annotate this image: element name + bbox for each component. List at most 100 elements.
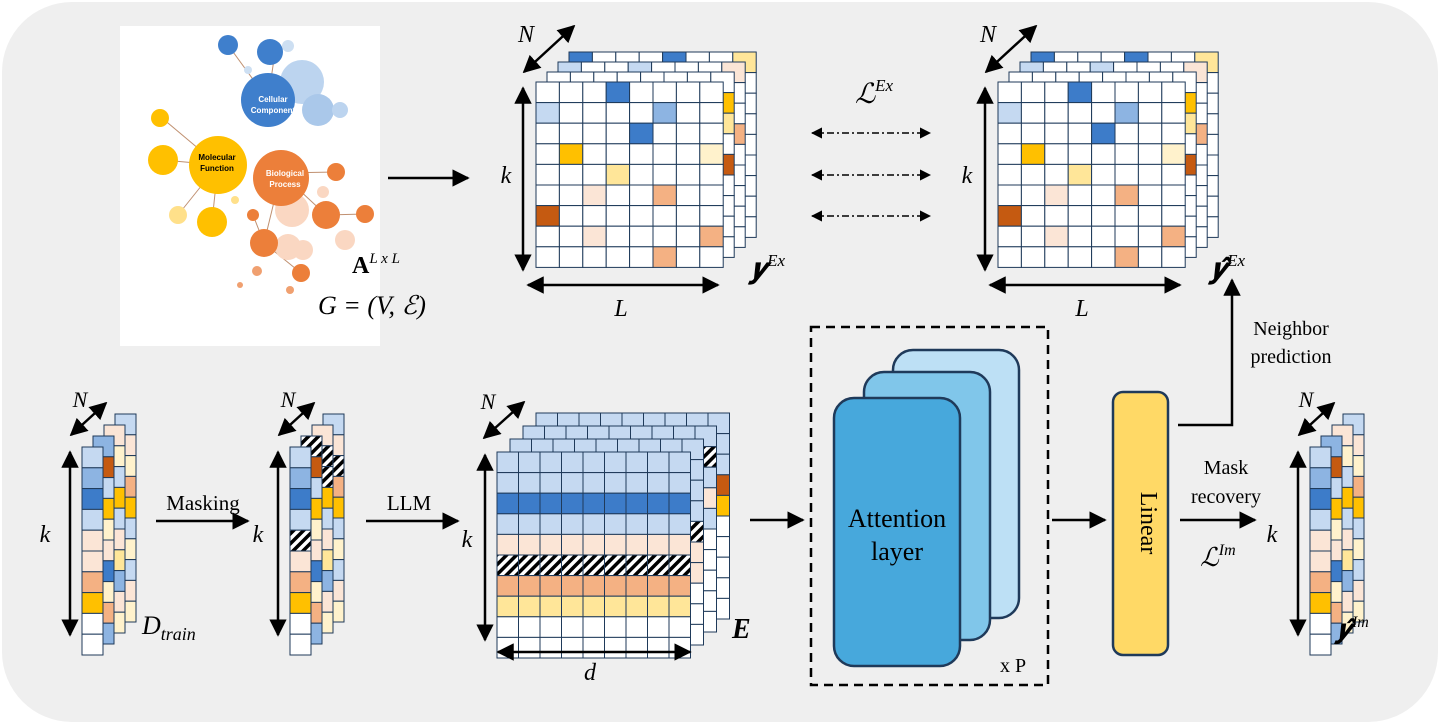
grid-cell — [629, 225, 654, 248]
grid-cell — [1114, 122, 1139, 145]
embedding-tensor — [496, 412, 730, 659]
grid-cell — [1067, 81, 1093, 104]
grid-cell — [997, 225, 1022, 248]
embedding-cell — [604, 616, 627, 638]
embedding-cell — [561, 492, 584, 515]
biological-process-label-1: Biological — [266, 169, 304, 178]
grid-cell — [1161, 143, 1186, 165]
embedding-cell — [582, 513, 605, 535]
embedding-cell — [561, 575, 584, 597]
grid-cell — [1114, 225, 1139, 248]
grid-cell — [652, 184, 677, 207]
grid-cell — [1067, 122, 1093, 145]
grid-cell — [652, 163, 677, 186]
embedding-cell — [647, 451, 670, 474]
molecular-function-label-2: Function — [200, 164, 234, 173]
graph-node — [231, 196, 239, 204]
grid-cell — [652, 225, 677, 248]
embedding-cell — [561, 472, 584, 494]
grid-cell — [605, 163, 631, 186]
embedding-cell — [539, 451, 562, 474]
grid-cell — [558, 122, 584, 145]
training-label-stack — [81, 413, 137, 656]
masking-label: Masking — [166, 491, 240, 515]
grid-cell — [1114, 163, 1139, 186]
stack-cell — [81, 529, 104, 552]
stack-cell — [1309, 612, 1332, 635]
grid-cell — [1137, 184, 1163, 207]
grid-cell — [1044, 143, 1069, 165]
grid-cell — [582, 143, 607, 165]
graph-node — [197, 207, 227, 237]
graph-node — [327, 163, 345, 181]
grid-cell — [582, 246, 607, 268]
grid-cell — [1044, 122, 1069, 145]
grid-cell — [997, 122, 1022, 145]
embedding-cell — [668, 575, 691, 597]
embedding-cell — [604, 451, 627, 474]
grid-cell — [605, 205, 631, 227]
explicit-prediction-tensor — [997, 51, 1219, 268]
grid-cell — [605, 184, 631, 207]
grid-cell — [997, 143, 1022, 165]
implicit-loss-label: ℒIm — [1200, 542, 1236, 572]
graph-node — [247, 209, 259, 221]
grid-cell — [629, 246, 654, 268]
embedding-cell — [496, 451, 519, 474]
grid-cell — [1161, 81, 1186, 104]
stack-cell — [1309, 529, 1332, 552]
embedding-cell — [625, 451, 648, 474]
grid-cell — [1044, 163, 1069, 186]
embedding-cell — [518, 492, 541, 515]
grid-cell — [1020, 205, 1046, 227]
grid-cell — [1091, 143, 1116, 165]
grid-cell — [1091, 205, 1116, 227]
grid-cell — [699, 143, 724, 165]
grid-cell — [1137, 143, 1163, 165]
stack-cell — [289, 467, 312, 490]
grid-cell — [1137, 163, 1163, 186]
n-label-masked: N — [280, 387, 297, 412]
grid-cell — [652, 205, 677, 227]
grid-cell — [675, 163, 701, 186]
embedding-cell — [561, 451, 584, 474]
graph-node — [237, 282, 243, 288]
embedding-cell — [668, 492, 691, 515]
embedding-cell — [668, 616, 691, 638]
embedding-cell — [625, 554, 648, 577]
graph-node — [250, 229, 278, 257]
grid-cell — [629, 81, 654, 104]
grid-cell — [558, 163, 584, 186]
grid-cell — [652, 102, 677, 124]
graph-node — [335, 230, 355, 250]
grid-cell — [1044, 102, 1069, 124]
linear-layer — [1111, 390, 1170, 657]
graph-node — [148, 145, 178, 175]
linear-label: Linear — [1135, 492, 1161, 555]
embedding-cell — [604, 513, 627, 535]
grid-cell — [582, 225, 607, 248]
grid-cell — [629, 184, 654, 207]
grid-cell — [699, 81, 724, 104]
attention-layer-label-1: Attention — [848, 504, 946, 533]
stack-cell — [1309, 488, 1332, 510]
grid-cell — [699, 163, 724, 186]
grid-cell — [1020, 102, 1046, 124]
embedding-cell — [496, 616, 519, 638]
k-label-out: k — [1267, 522, 1278, 548]
molecular-function-label-1: Molecular — [198, 153, 235, 162]
embedding-cell — [668, 554, 691, 577]
embedding-cell — [604, 492, 627, 515]
explicit-loss-label: ℒEx — [855, 76, 894, 110]
implicit-prediction-stack — [1309, 413, 1365, 656]
grid-cell — [1044, 81, 1069, 104]
graph-node — [252, 266, 262, 276]
grid-cell — [1161, 122, 1186, 145]
grid-cell — [1161, 225, 1186, 248]
embedding-cell — [496, 513, 519, 535]
attention-repeat-frame — [809, 325, 1050, 687]
stack-cell — [81, 467, 104, 490]
embedding-cell — [518, 513, 541, 535]
embedding-cell — [582, 595, 605, 618]
embedding-label: E — [731, 614, 751, 645]
